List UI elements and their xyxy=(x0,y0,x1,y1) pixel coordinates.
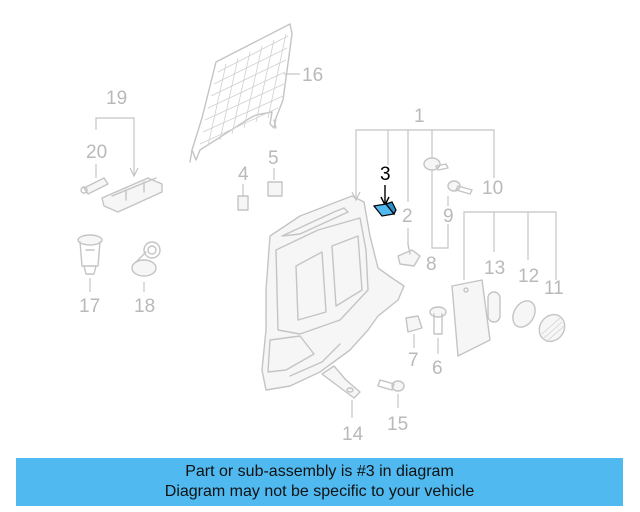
info-banner: Part or sub-assembly is #3 in diagram Di… xyxy=(16,458,623,506)
callout-12: 12 xyxy=(518,266,539,287)
banner-line-2: Diagram may not be specific to your vehi… xyxy=(164,483,475,500)
callout-14: 14 xyxy=(342,424,364,445)
part-5-clip xyxy=(267,181,283,197)
part-8-screw xyxy=(423,157,449,171)
part-1-quarter-trim-panel xyxy=(261,191,405,391)
part-9-screw xyxy=(447,180,473,195)
callout-4: 4 xyxy=(238,164,249,185)
callout-13: 13 xyxy=(484,258,505,279)
part-6-bolt xyxy=(429,306,447,335)
arrow-19 xyxy=(129,167,139,178)
part-20-clip xyxy=(80,177,109,195)
part-7-clip xyxy=(405,315,423,333)
callout-6: 6 xyxy=(432,358,443,379)
part-19-bracket xyxy=(101,177,163,213)
part-4-fastener xyxy=(237,195,249,211)
part-3-highlighted[interactable] xyxy=(372,201,397,217)
callout-2: 2 xyxy=(402,206,413,227)
leader-1 xyxy=(355,129,495,200)
leader-19 xyxy=(95,117,135,175)
banner-line-1: Part or sub-assembly is #3 in diagram xyxy=(185,463,454,480)
part-17-grommet xyxy=(77,234,103,275)
callout-16: 16 xyxy=(302,65,323,86)
part-2-bracket xyxy=(397,243,421,267)
part-14-bracket xyxy=(321,365,361,399)
callout-1: 1 xyxy=(414,106,425,127)
parts-diagram: 16 19 20 17 18 4 5 1 xyxy=(77,23,566,445)
callout-17: 17 xyxy=(79,296,100,317)
callout-5: 5 xyxy=(268,148,279,169)
part-13-cap xyxy=(487,291,501,323)
leader-10 xyxy=(463,211,557,280)
callout-19: 19 xyxy=(106,88,127,109)
part-15-bolt xyxy=(377,379,405,392)
part-18-plug xyxy=(131,241,161,277)
callout-8: 8 xyxy=(426,254,437,275)
callout-20: 20 xyxy=(86,142,107,163)
part-12-cap xyxy=(512,300,536,328)
part-10-cover-plate xyxy=(451,279,491,357)
callout-10: 10 xyxy=(482,178,503,199)
callout-15: 15 xyxy=(387,414,408,435)
leader-8 xyxy=(431,172,449,249)
part-16-cargo-net xyxy=(189,23,293,163)
callout-7: 7 xyxy=(408,350,419,371)
part-11-cover xyxy=(538,313,566,343)
callout-3: 3 xyxy=(380,164,391,185)
callout-11: 11 xyxy=(544,278,564,299)
callout-18: 18 xyxy=(134,296,155,317)
callout-9: 9 xyxy=(443,206,454,227)
